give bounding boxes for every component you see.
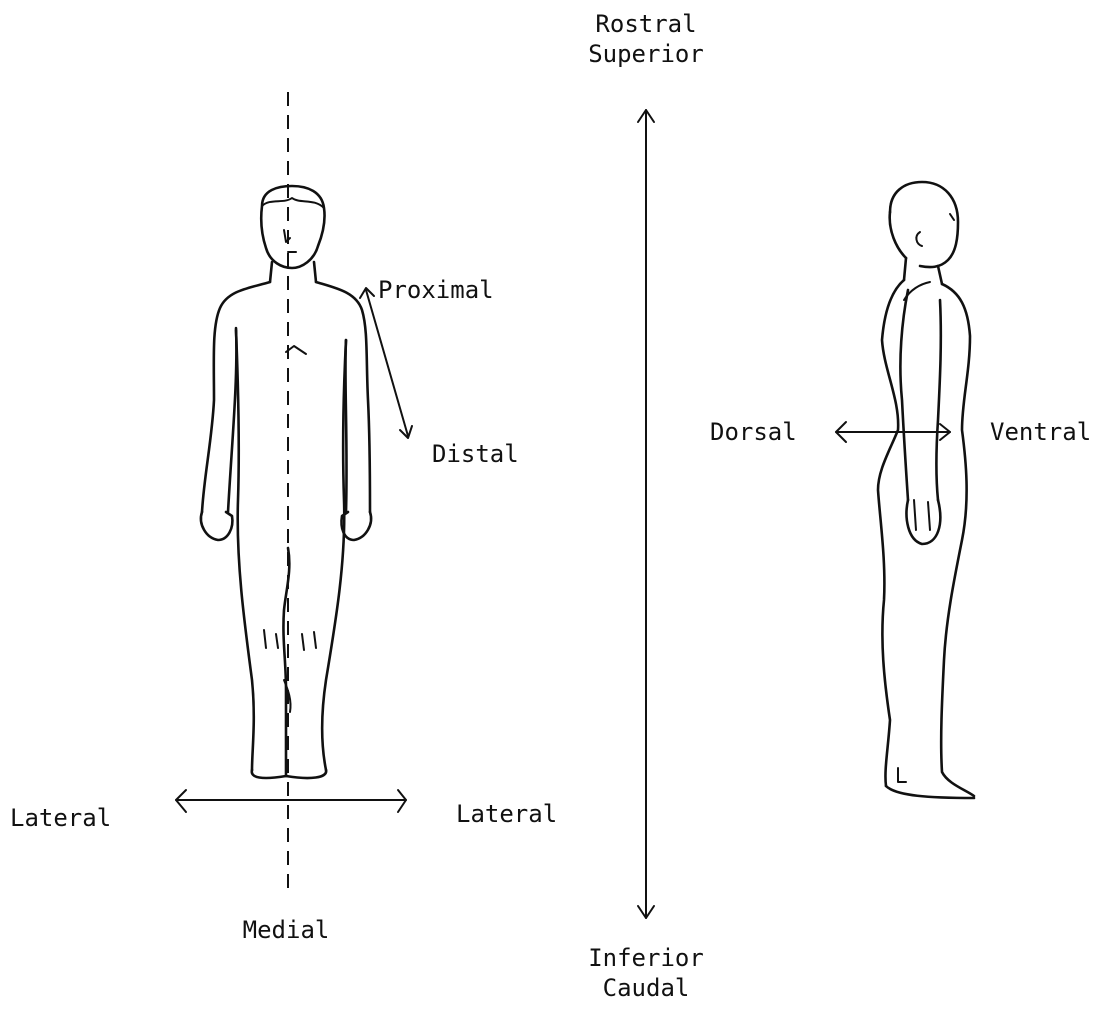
- label-caudal: Caudal: [588, 974, 704, 1002]
- label-lateral-right: Lateral: [456, 800, 557, 828]
- label-rostral: Rostral: [588, 10, 704, 38]
- lateral-arrow: [176, 790, 406, 812]
- label-proximal: Proximal: [378, 276, 494, 304]
- label-medial: Medial: [216, 916, 356, 944]
- label-distal: Distal: [432, 440, 519, 468]
- label-inferior: Inferior: [578, 944, 714, 972]
- superior-inferior-arrow: [638, 110, 654, 918]
- label-lateral-left: Lateral: [10, 804, 111, 832]
- label-superior: Superior: [578, 40, 714, 68]
- front-figure-icon: [201, 186, 371, 778]
- side-figure-icon: [878, 182, 974, 798]
- label-ventral: Ventral: [990, 418, 1091, 446]
- label-dorsal: Dorsal: [710, 418, 797, 446]
